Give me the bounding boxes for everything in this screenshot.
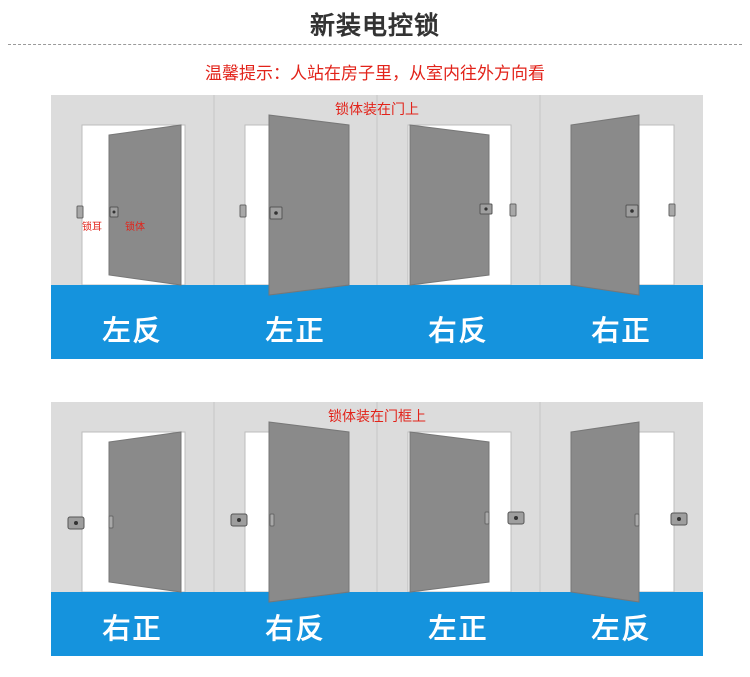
door-leaf	[268, 114, 350, 296]
page-title: 新装电控锁	[309, 11, 440, 40]
caption-cell-1: 右正	[102, 612, 163, 645]
dashed-divider	[8, 44, 742, 45]
lock-ear	[484, 511, 490, 525]
lock-keyhole	[630, 209, 634, 213]
lock-keyhole	[237, 518, 241, 522]
viewing-tip: 温馨提示：人站在房子里，从室内往外方向看	[205, 64, 545, 84]
lock-ear	[108, 515, 114, 529]
caption-cell-3: 左正	[428, 612, 489, 645]
floor	[51, 592, 703, 656]
lock-ear	[76, 205, 84, 219]
caption-cell-3: 右反	[428, 314, 489, 347]
floor	[51, 285, 703, 359]
lock-body-label: 锁体	[125, 222, 145, 233]
caption-cell-4: 左反	[591, 612, 652, 645]
caption-cell-2: 右反	[265, 612, 326, 645]
lock-keyhole	[74, 521, 78, 525]
lock-ear	[269, 513, 275, 527]
lock-keyhole	[274, 211, 278, 215]
panel-2-note: 锁体装在门框上	[328, 409, 426, 425]
lock-ear	[668, 203, 676, 217]
lock-keyhole	[514, 516, 518, 520]
door-leaf	[570, 421, 640, 603]
lock-ear-label: 锁耳	[82, 222, 102, 233]
lock-ear	[634, 513, 640, 527]
panel-lock-on-frame: 锁体装在门框上 右正 右反 左正 左反	[51, 402, 703, 656]
panel-lock-on-door: 锁体装在门上 锁耳 锁体 左反 左正 右反 右正	[51, 95, 703, 359]
door-leaf	[108, 124, 182, 286]
panel-1-note: 锁体装在门上	[335, 102, 419, 118]
lock-keyhole	[677, 517, 681, 521]
door-leaf	[268, 421, 350, 603]
door-leaf	[409, 124, 490, 286]
door-leaf	[409, 431, 490, 593]
caption-cell-1: 左反	[102, 314, 163, 347]
caption-cell-4: 右正	[591, 314, 652, 347]
lock-ear	[509, 203, 517, 217]
panel-2-illustration	[51, 402, 703, 656]
panel-1-illustration	[51, 95, 703, 359]
lock-ear	[239, 204, 247, 218]
lock-keyhole	[112, 210, 116, 214]
lock-keyhole	[484, 207, 488, 211]
door-leaf	[570, 114, 640, 296]
door-leaf	[108, 431, 182, 593]
caption-cell-2: 左正	[265, 314, 326, 347]
